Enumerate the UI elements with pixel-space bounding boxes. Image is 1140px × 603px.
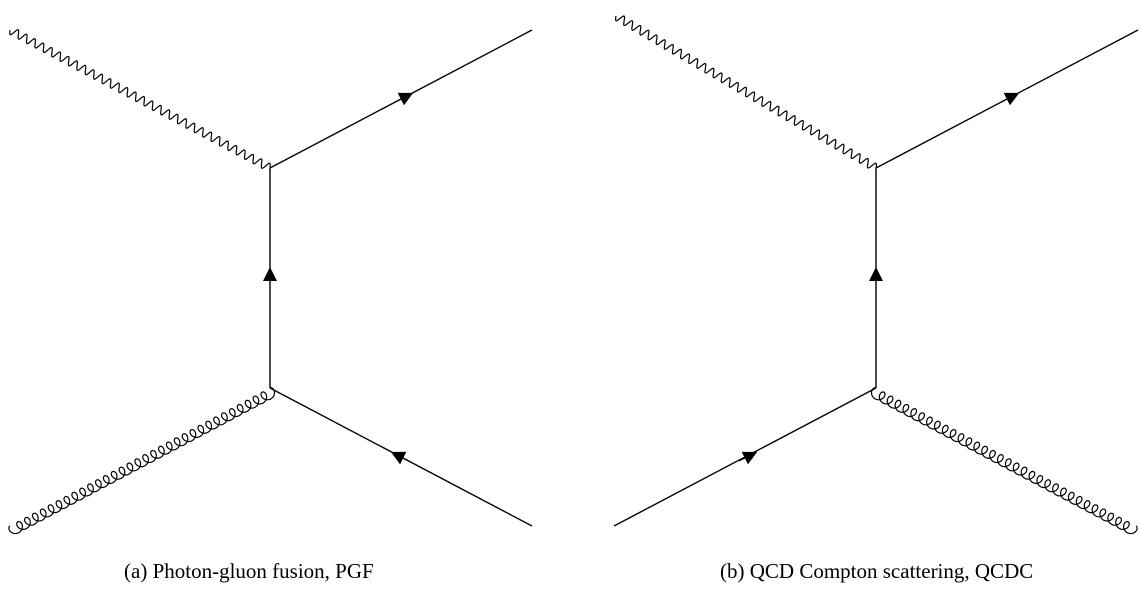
incoming-quark-line (613, 387, 877, 527)
diagram-pgf (8, 29, 533, 535)
quark-arrow (1000, 92, 1020, 106)
gluon-line (870, 387, 1138, 535)
diagram-qcdc (613, 15, 1139, 535)
caption-label: (b) (720, 559, 745, 583)
caption-b: (b) QCD Compton scattering, QCDC (720, 561, 1033, 582)
caption-label: (a) (124, 559, 148, 583)
caption-a: (a) Photon-gluon fusion, PGF (124, 561, 374, 582)
gluon-line (8, 387, 276, 535)
photon-line (9, 29, 271, 169)
antiquark-arrow (390, 451, 410, 465)
caption-text: QCD Compton scattering, QCDC (749, 559, 1034, 583)
quark-arrow (394, 92, 414, 106)
photon-line (614, 15, 878, 169)
incoming-quark-arrow (738, 451, 758, 465)
caption-text: Photon-gluon fusion, PGF (152, 559, 374, 583)
